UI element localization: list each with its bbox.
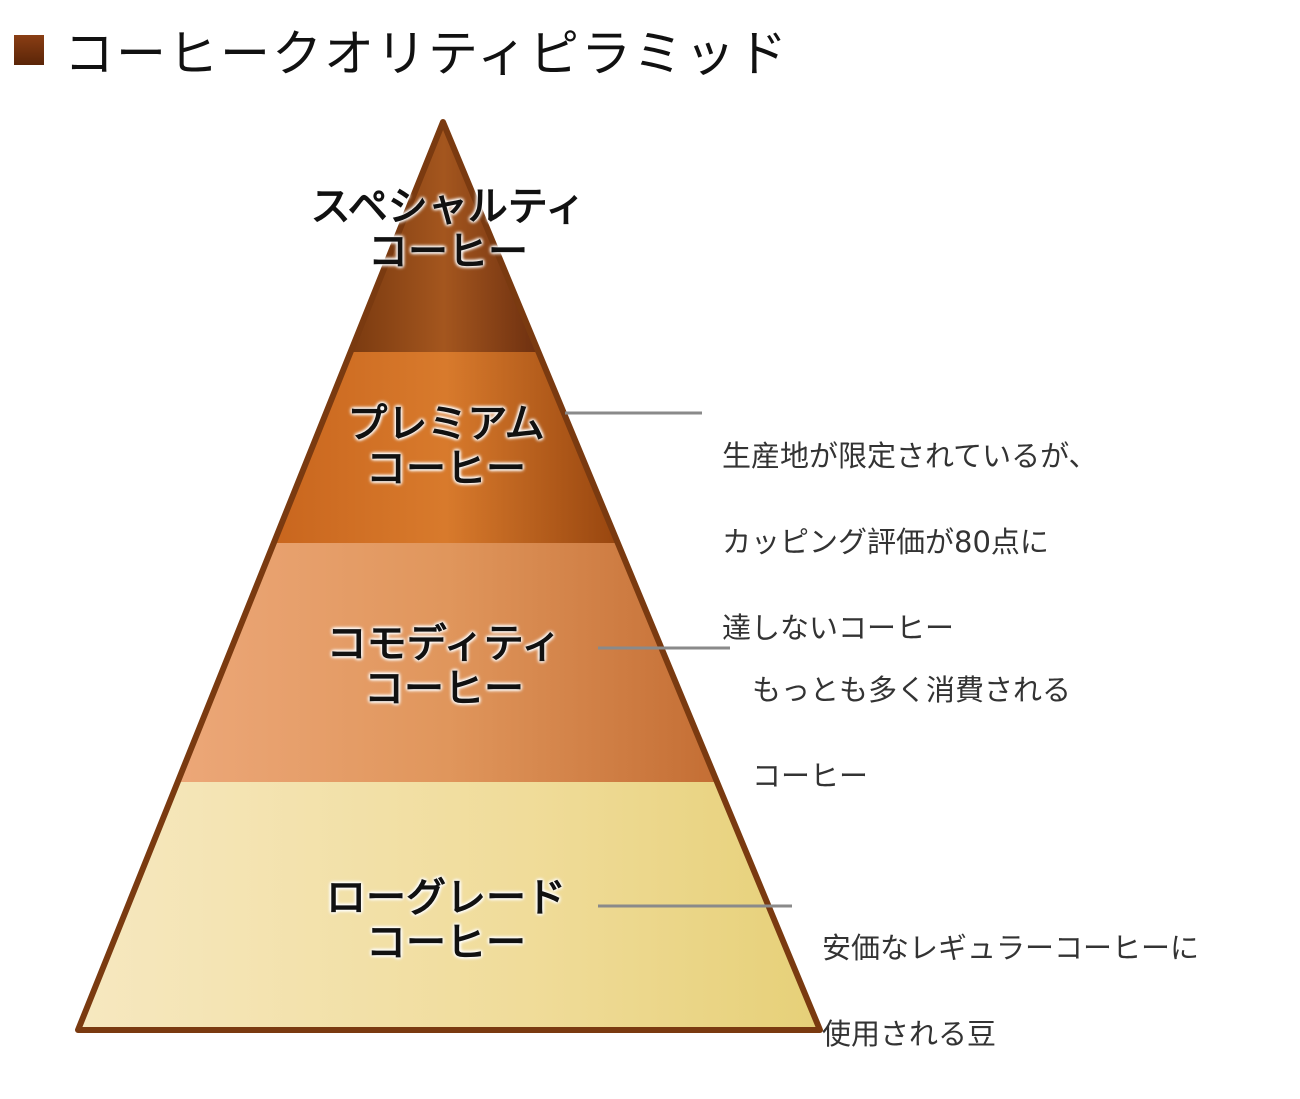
description-line: コーヒー [752,759,869,793]
description-commodity: もっとも多く消費される コーヒー [752,626,1071,841]
tier-label-line: コーヒー [368,229,528,275]
tier-label-line: ローグレード [326,875,566,921]
tier-label-line: コモディティ [326,621,562,667]
tier-label-line: スペシャルティ [310,184,586,230]
description-line: 達しないコーヒー [722,611,955,645]
pyramid [75,119,823,1033]
description-line: 安価なレギュラーコーヒーに [822,931,1200,965]
tier-label-line: プレミアム [347,401,545,447]
description-line: カッピング評価が80点に [722,525,1049,559]
title-bullet-icon [14,35,44,65]
description-line: 生産地が限定されているが、 [722,439,1098,473]
tier-label-line: コーヒー [366,446,526,492]
tier-label-line: コーヒー [366,920,526,966]
tier-label-line: コーヒー [364,666,524,712]
tier-commodity-band [178,543,717,782]
description-line: 使用される豆 [822,1017,997,1051]
tier-label-premium: プレミアム コーヒー [246,402,646,492]
description-premium: 生産地が限定されているが、 カッピング評価が80点に 達しないコーヒー [722,392,1098,693]
description-line: もっとも多く消費される [752,673,1072,707]
description-lowgrade: 安価なレギュラーコーヒーに 使用される豆 [822,884,1199,1099]
tier-specialty-band [350,122,538,352]
diagram-title: コーヒークオリティピラミッド [14,14,789,86]
tier-label-specialty: スペシャルティ コーヒー [248,185,648,275]
tier-lowgrade-band [78,782,820,1030]
tier-label-commodity: コモディティ コーヒー [244,622,644,712]
tier-premium-band [274,352,618,543]
tier-label-lowgrade: ローグレード コーヒー [246,876,646,966]
title-text: コーヒークオリティピラミッド [64,25,789,83]
pyramid-outline [75,119,823,1033]
